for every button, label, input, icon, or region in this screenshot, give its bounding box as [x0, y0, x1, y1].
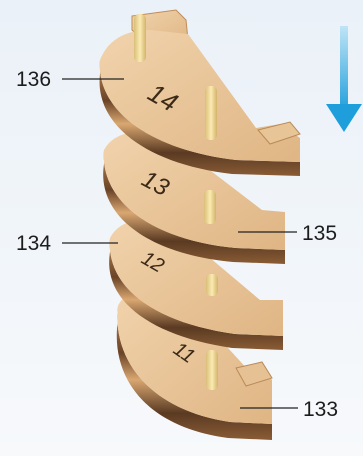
- dowel-peg: [204, 190, 216, 224]
- callout-135: 135: [302, 222, 337, 245]
- callout-133: 133: [303, 398, 338, 421]
- dowel-peg: [206, 350, 218, 390]
- dowel-peg: [206, 274, 218, 296]
- dowel-peg: [205, 86, 217, 140]
- callout-136: 136: [16, 68, 51, 91]
- dowel-peg: [134, 14, 146, 62]
- callout-134: 134: [16, 232, 51, 255]
